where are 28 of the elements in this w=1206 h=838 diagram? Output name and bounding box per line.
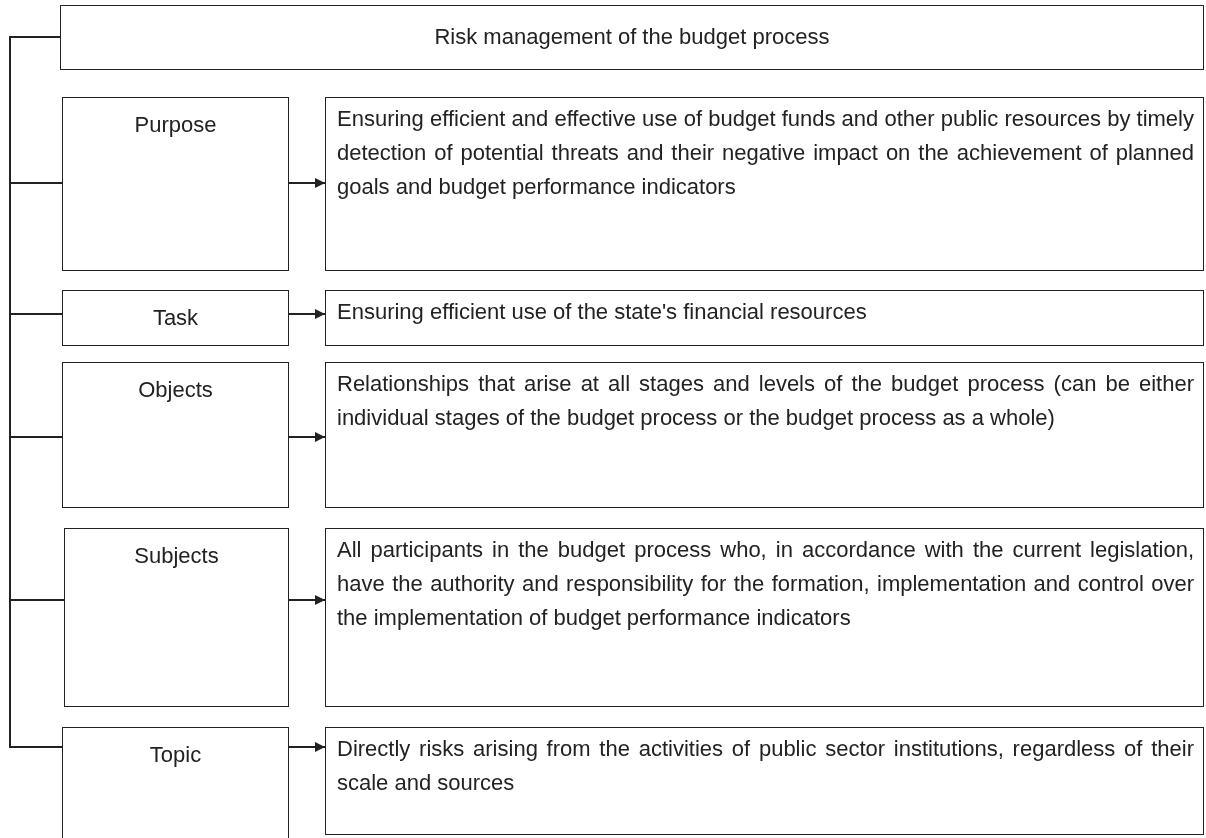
description-box <box>325 528 1204 707</box>
arrow <box>288 742 326 752</box>
box-text: Relationships that arise at all stages and levels of the budget process (can be either individual stages of the budget process or the budget process as a whole) <box>336 370 1195 432</box>
arrow <box>288 432 326 442</box>
box-text: Objects <box>137 376 214 404</box>
box-text: Purpose <box>133 111 218 139</box>
description-box <box>325 362 1204 508</box>
bracket-line <box>9 36 63 748</box>
box-text: Topic <box>148 741 203 769</box>
arrow <box>288 595 326 605</box>
box-text: Risk management of the budget process <box>433 23 831 51</box>
label-box <box>64 528 289 707</box>
box-text: All participants in the budget process who, in accordance with the current legislation, have the authority and responsibility for the formation, implementation and control over the implementation of budget performance indicators <box>336 536 1195 632</box>
box-text: Ensuring efficient and effective use of budget funds and other public resources by timely detection of potential threats and their negative impact on the achievement of planned goals and budget performance indicators <box>336 105 1195 201</box>
label-box <box>62 727 289 838</box>
box-text: Subjects <box>133 542 220 570</box>
label-box <box>62 97 289 271</box>
description-box <box>325 97 1204 271</box>
arrow <box>288 309 326 319</box>
box-text: Directly risks arising from the activities of public sector institutions, regardless of their scale and sources <box>336 735 1195 797</box>
label-box <box>60 5 1204 70</box>
label-box <box>62 362 289 508</box>
box-text: Ensuring efficient use of the state's financial resources <box>336 298 868 326</box>
box-text: Task <box>151 304 200 332</box>
arrow <box>288 178 326 188</box>
description-box <box>325 727 1204 835</box>
label-box <box>62 290 289 346</box>
description-box <box>325 290 1204 346</box>
